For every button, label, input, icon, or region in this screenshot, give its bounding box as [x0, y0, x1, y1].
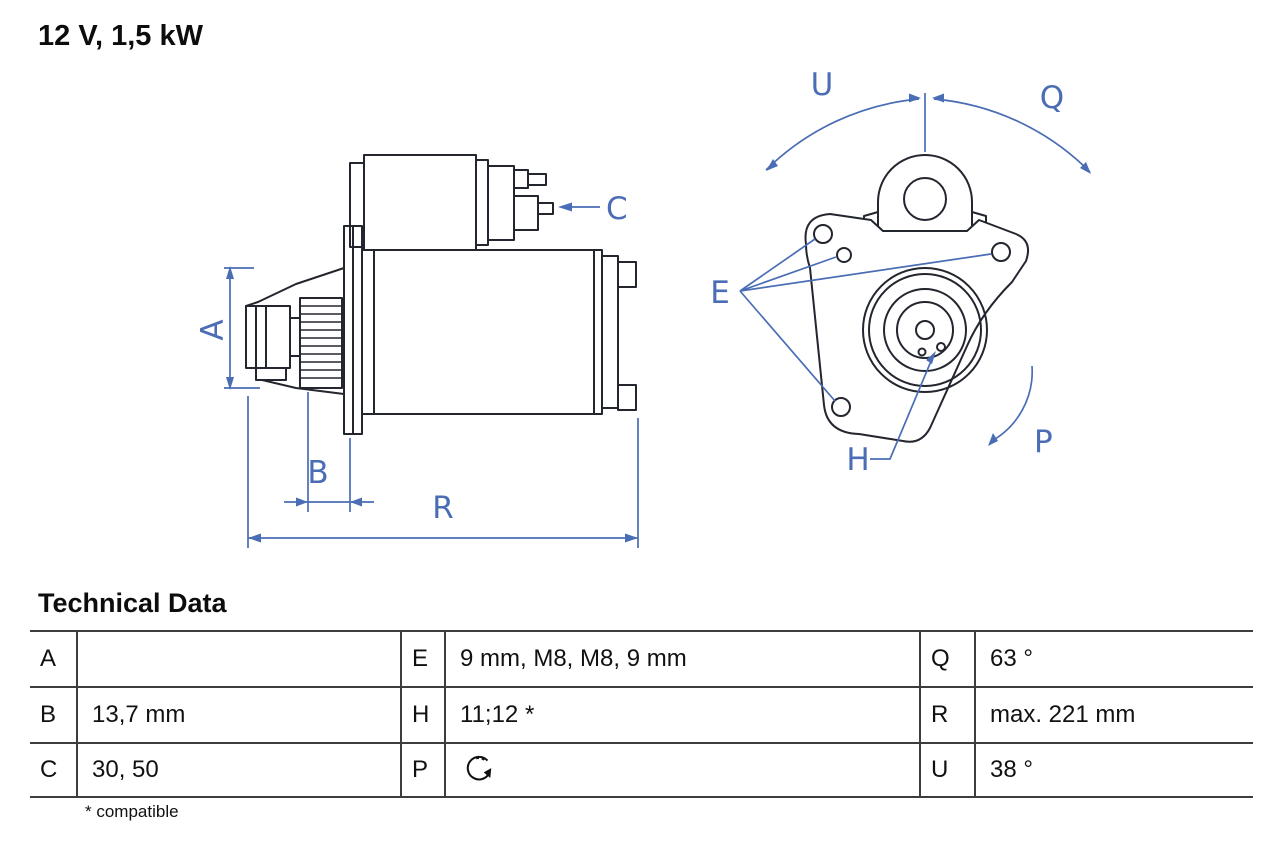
- annotation-A: A: [195, 319, 231, 340]
- param-value-Q: 63 °: [976, 630, 1253, 686]
- technical-data-table: A E 9 mm, M8, M8, 9 mm Q 63 ° B 13,7 mm …: [30, 630, 1253, 798]
- param-value-E: 9 mm, M8, M8, 9 mm: [446, 630, 919, 686]
- annotation-C: C: [606, 191, 628, 227]
- param-label-B: B: [30, 686, 78, 742]
- param-value-R: max. 221 mm: [976, 686, 1253, 742]
- annotation-labels: A B C R U Q E H P: [195, 67, 1064, 526]
- technical-drawing: A B C R U Q E H P: [195, 67, 1091, 548]
- param-label-A: A: [30, 630, 78, 686]
- annotation-E: E: [710, 275, 730, 311]
- dimension-lines: [224, 93, 1091, 548]
- technical-data-heading: Technical Data: [38, 588, 227, 618]
- footnote: * compatible: [85, 802, 179, 821]
- product-spec-title: 12 V, 1,5 kW: [38, 20, 203, 52]
- param-label-C: C: [30, 742, 78, 798]
- front-view-drawing: [804, 154, 1029, 443]
- param-value-P: [446, 742, 919, 798]
- param-value-C: 30, 50: [78, 742, 400, 798]
- annotation-H: H: [846, 442, 869, 478]
- annotation-Q: Q: [1040, 80, 1064, 116]
- annotation-U: U: [811, 67, 834, 103]
- annotation-P: P: [1034, 424, 1053, 460]
- side-view-drawing: [245, 154, 637, 435]
- rotation-direction-icon: [466, 755, 492, 781]
- param-value-B: 13,7 mm: [78, 686, 400, 742]
- param-label-E: E: [400, 630, 446, 686]
- annotation-B: B: [307, 455, 328, 491]
- param-label-Q: Q: [919, 630, 976, 686]
- param-value-A: [78, 630, 400, 686]
- param-label-P: P: [400, 742, 446, 798]
- param-label-H: H: [400, 686, 446, 742]
- param-label-U: U: [919, 742, 976, 798]
- annotation-R: R: [432, 490, 454, 526]
- param-value-H: 11;12 *: [446, 686, 919, 742]
- dimension-arrowheads: [226, 93, 1091, 543]
- param-value-U: 38 °: [976, 742, 1253, 798]
- param-label-R: R: [919, 686, 976, 742]
